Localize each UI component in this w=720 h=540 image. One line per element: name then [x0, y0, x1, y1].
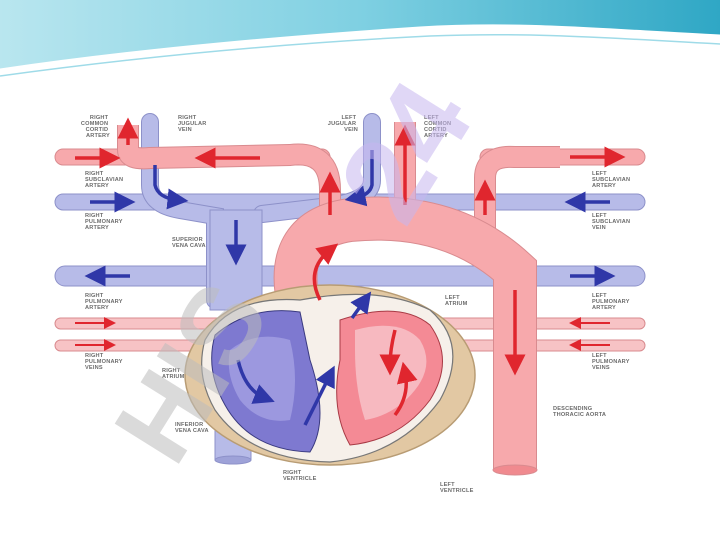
- label-right-ventricle: RIGHT VENTRICLE: [283, 470, 317, 482]
- label-left-common-carotid: LEFT COMMON CORTID ARTERY: [424, 115, 453, 139]
- anatomy-labels: RIGHT COMMON CORTID ARTERY RIGHT JUGULAR…: [81, 115, 632, 494]
- label-left-ventricle: LEFT VENTRICLE: [440, 482, 474, 494]
- label-right-common-carotid: RIGHT COMMON CORTID ARTERY: [81, 115, 110, 139]
- label-left-pulmonary-artery: LEFT PULMONARY ARTERY: [592, 293, 631, 311]
- label-right-subclavian-artery: RIGHT SUBCLAVIAN ARTERY: [85, 171, 125, 189]
- label-left-subclavian-vein: LEFT SUBCLAVIAN VEIN: [592, 213, 632, 231]
- label-right-pulmonary-artery: RIGHT PULMONARY ARTERY: [85, 293, 124, 311]
- label-right-pulmonary-artery-top: RIGHT PULMONARY ARTERY: [85, 213, 124, 231]
- flow-arrows: [75, 117, 626, 426]
- aorta: [117, 122, 560, 476]
- label-right-atrium: RIGHT ATRIUM: [162, 368, 185, 380]
- label-right-jugular-vein: RIGHT JUGULAR VEIN: [178, 115, 208, 133]
- label-descending-aorta: DESCENDING THORACIC AORTA: [553, 406, 606, 418]
- label-inferior-vena-cava: INFERIOR VENA CAVA: [175, 422, 209, 434]
- label-left-atrium: LEFT ATRIUM: [445, 295, 468, 307]
- label-left-jugular-vein: LEFT JUGULAR VEIN: [328, 115, 358, 133]
- label-left-subclavian-artery: LEFT SUBCLAVIAN ARTERY: [592, 171, 632, 189]
- header-wave: [0, 0, 720, 77]
- label-right-pulmonary-veins: RIGHT PULMONARY VEINS: [85, 353, 124, 371]
- label-superior-vena-cava: SUPERIOR VENA CAVA: [172, 237, 206, 249]
- label-left-pulmonary-veins: LEFT PULMONARY VEINS: [592, 353, 631, 371]
